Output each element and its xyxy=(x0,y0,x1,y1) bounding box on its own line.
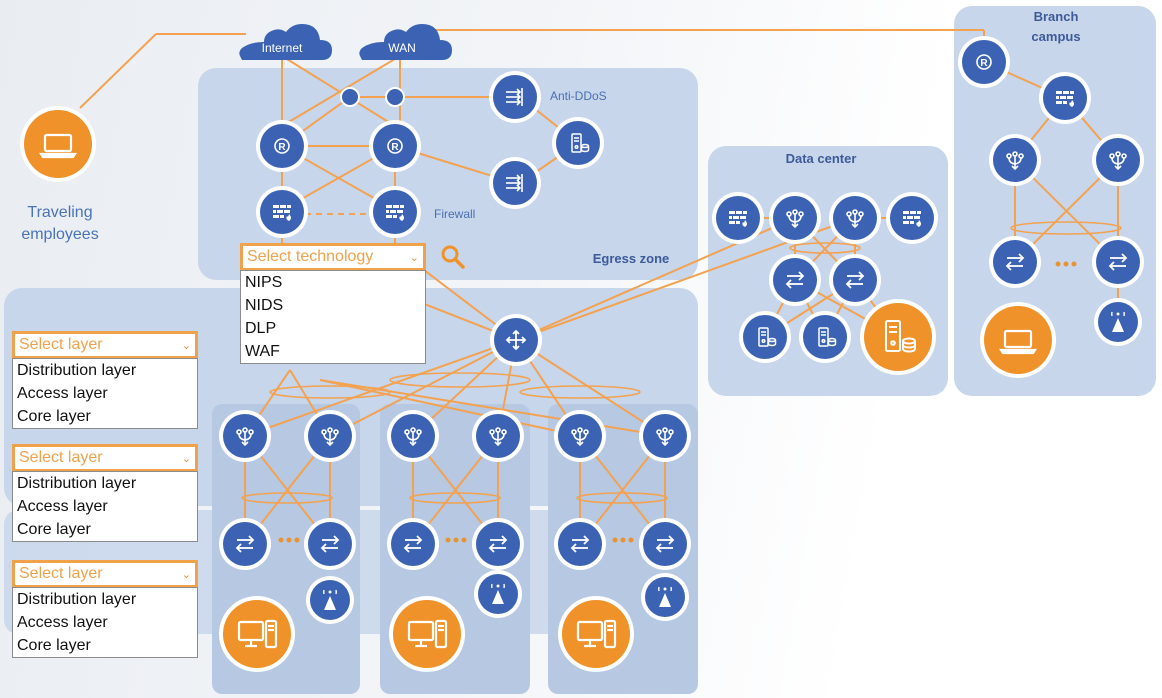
layer-option-core[interactable]: Core layer xyxy=(17,521,91,538)
anti-ddos-device-icon xyxy=(489,71,541,123)
chevron-down-icon: ⌄ xyxy=(181,452,191,465)
desktop-pc-icon xyxy=(389,596,465,672)
aggregation-switch-icon xyxy=(829,192,881,244)
anti-ddos-label: Anti-DDoS xyxy=(550,89,607,103)
layer-options-3: Distribution layer Access layer Core lay… xyxy=(12,587,198,658)
network-nodes xyxy=(20,36,1144,672)
layer-option-distribution[interactable]: Distribution layer xyxy=(17,591,137,608)
layer-option-core[interactable]: Core layer xyxy=(17,408,91,425)
wan-label: WAN xyxy=(388,41,416,55)
firewall-icon xyxy=(712,192,764,244)
layer-option-distribution[interactable]: Distribution layer xyxy=(17,475,137,492)
desktop-pc-icon xyxy=(558,596,634,672)
technology-option-waf[interactable]: WAF xyxy=(245,343,280,360)
layer-option-access[interactable]: Access layer xyxy=(17,614,108,631)
server-icon xyxy=(552,117,604,169)
access-switch-icon xyxy=(472,518,524,570)
layer-select-2[interactable]: Select layer ⌄ xyxy=(12,444,198,472)
technology-option-nids[interactable]: NIDS xyxy=(245,297,284,314)
search-icon[interactable] xyxy=(440,244,466,270)
chevron-down-icon: ⌄ xyxy=(181,339,191,352)
technology-select[interactable]: Select technology ⌄ xyxy=(240,243,426,271)
desktop-pc-icon xyxy=(219,596,295,672)
technology-select-label: Select technology xyxy=(247,248,374,265)
layer-select-label: Select layer xyxy=(19,449,103,466)
layer-option-access[interactable]: Access layer xyxy=(17,498,108,515)
layer-select-3[interactable]: Select layer ⌄ xyxy=(12,560,198,588)
core-switch-icon xyxy=(490,314,542,366)
access-switch-icon xyxy=(219,518,271,570)
access-switch-icon xyxy=(769,254,821,306)
access-switch-icon xyxy=(304,518,356,570)
server-icon xyxy=(739,311,791,363)
access-switch-icon xyxy=(1092,236,1144,288)
aggregation-switch-icon xyxy=(554,410,606,462)
wireless-ap-icon xyxy=(306,576,354,624)
wireless-ap-icon xyxy=(641,573,689,621)
layer-options-2: Distribution layer Access layer Core lay… xyxy=(12,471,198,542)
layer-option-core[interactable]: Core layer xyxy=(17,637,91,654)
access-switch-icon xyxy=(639,518,691,570)
layer-option-distribution[interactable]: Distribution layer xyxy=(17,362,137,379)
access-switch-icon xyxy=(554,518,606,570)
laptop-icon xyxy=(980,302,1056,378)
chevron-down-icon: ⌄ xyxy=(181,568,191,581)
layer-select-1[interactable]: Select layer ⌄ xyxy=(12,331,198,359)
layer-select-label: Select layer xyxy=(19,565,103,582)
router-icon xyxy=(958,36,1010,88)
aggregation-switch-icon xyxy=(639,410,691,462)
aggregation-switch-icon xyxy=(989,134,1041,186)
aggregation-switch-icon xyxy=(472,410,524,462)
server-icon xyxy=(799,311,851,363)
aggregation-switch-icon xyxy=(769,192,821,244)
aggregation-switch-icon xyxy=(219,410,271,462)
layer-select-label: Select layer xyxy=(19,336,103,353)
anti-ddos-device-icon xyxy=(489,157,541,209)
aggregation-switch-icon xyxy=(1092,134,1144,186)
internet-label: Internet xyxy=(262,41,303,55)
technology-option-dlp[interactable]: DLP xyxy=(245,320,277,337)
chevron-down-icon: ⌄ xyxy=(409,251,419,264)
technology-options: NIPS NIDS DLP WAF xyxy=(240,270,426,364)
traveling-employees-label: Traveling employees xyxy=(21,204,99,243)
layer-option-access[interactable]: Access layer xyxy=(17,385,108,402)
wireless-ap-icon xyxy=(474,570,522,618)
firewall-icon xyxy=(886,192,938,244)
router-icon xyxy=(256,120,308,172)
aggregation-switch-icon xyxy=(304,410,356,462)
egress-zone-label: Egress zone xyxy=(593,251,670,266)
access-switch-icon xyxy=(387,518,439,570)
laptop-icon xyxy=(20,106,96,182)
technology-option-nips[interactable]: NIPS xyxy=(245,274,283,291)
layer-options-1: Distribution layer Access layer Core lay… xyxy=(12,358,198,429)
aggregation-switch-icon xyxy=(387,410,439,462)
firewall-icon xyxy=(1039,72,1091,124)
firewall-icon xyxy=(369,186,421,238)
firewall-icon xyxy=(256,186,308,238)
wireless-ap-icon xyxy=(1094,298,1142,346)
server-icon xyxy=(860,299,936,375)
access-switch-icon xyxy=(989,236,1041,288)
access-switch-icon xyxy=(829,254,881,306)
router-icon xyxy=(369,120,421,172)
data-center-label: Data center xyxy=(786,151,857,166)
firewall-label: Firewall xyxy=(434,207,475,221)
